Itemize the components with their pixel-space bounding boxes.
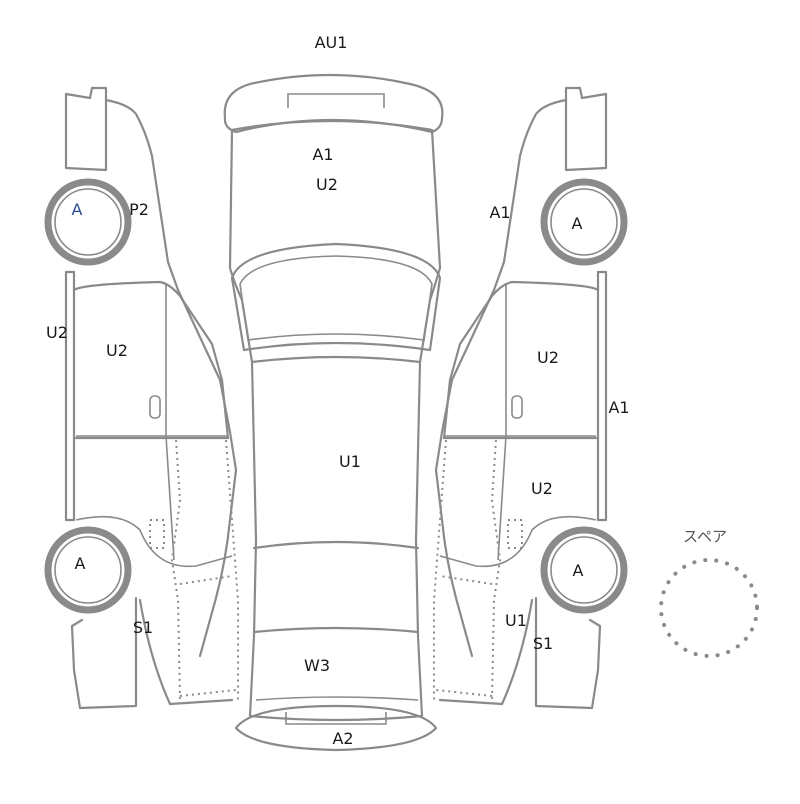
damage-code-w3-windshield: W3 [304, 656, 330, 675]
rear-window [230, 242, 442, 352]
right-front-wheel [540, 178, 628, 266]
damage-code-au1: AU1 [314, 33, 348, 52]
rear-spoiler [223, 73, 444, 134]
damage-code-a2-front-bumper: A2 [332, 729, 354, 748]
damage-code-a-left-rear-wheel: A [74, 554, 86, 573]
front-bumper [234, 704, 438, 752]
damage-code-p2-left-fender: P2 [129, 200, 149, 219]
damage-code-u2-right-rear-door: U2 [531, 479, 553, 498]
damage-code-a1-right-sill: A1 [608, 398, 630, 417]
right-side-car [433, 86, 608, 710]
spare-tire-outline [659, 558, 759, 658]
damage-code-u2-right-door: U2 [537, 348, 559, 367]
left-front-wheel [44, 178, 132, 266]
damage-code-s1-left-rear: S1 [132, 618, 154, 637]
damage-code-a-right-front-wheel: A [571, 214, 583, 233]
damage-code-u2-left-pillar: U2 [46, 323, 68, 342]
damage-code-u2-roof: U2 [316, 175, 338, 194]
left-side-car [64, 86, 239, 710]
damage-code-s1-right-rear: S1 [532, 634, 554, 653]
damage-code-a1-right-fender: A1 [489, 203, 511, 222]
damage-code-u1-right-rear: U1 [505, 611, 527, 630]
damage-code-u1-hood: U1 [339, 452, 361, 471]
damage-code-a-right-rear-wheel: A [572, 561, 584, 580]
spare-tire-label: スペア [683, 527, 727, 546]
left-rear-wheel [44, 526, 132, 614]
damage-code-a-left-front-wheel: A [71, 200, 83, 219]
top-view-car [223, 73, 444, 752]
damage-code-a1-roof: A1 [312, 145, 334, 164]
damage-code-u2-left-door: U2 [106, 341, 128, 360]
right-rear-wheel [540, 526, 628, 614]
